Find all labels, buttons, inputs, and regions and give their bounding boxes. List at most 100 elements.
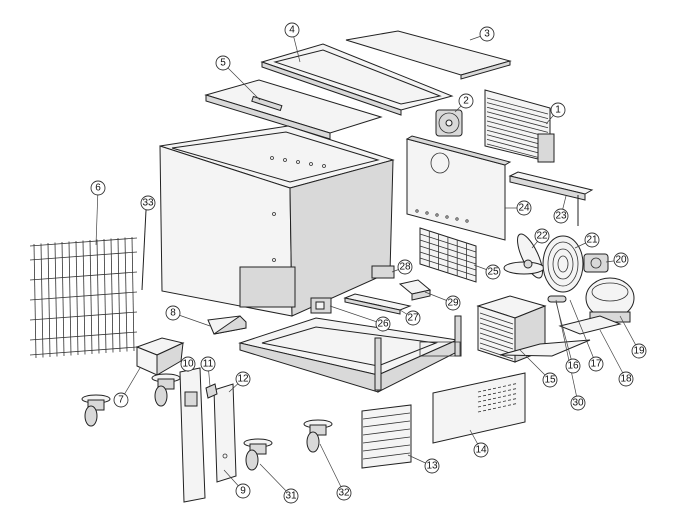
part-29-bracket <box>398 279 432 301</box>
part-rear-panel <box>405 135 512 241</box>
callout-9-label: 9 <box>240 486 246 497</box>
part-caster-32 <box>303 419 333 453</box>
part-27-rail <box>343 293 412 315</box>
part-condensing-unit <box>476 295 591 363</box>
callout-17-label: 17 <box>590 359 602 370</box>
part-lid-frame <box>260 43 454 116</box>
part-fan <box>435 109 463 137</box>
callout-33-label: 33 <box>142 198 154 209</box>
callout-19: 19 <box>631 343 647 359</box>
part-compressor <box>585 277 635 323</box>
callout-23: 23 <box>553 208 569 224</box>
callout-26-label: 26 <box>377 319 389 330</box>
callout-20: 20 <box>613 252 629 268</box>
callout-17: 17 <box>588 356 604 372</box>
part-fan-blade <box>503 233 545 279</box>
callout-14: 14 <box>473 442 489 458</box>
part-wire-basket <box>29 236 138 359</box>
part-louvered-grille <box>361 404 412 469</box>
callout-14-label: 14 <box>475 445 487 456</box>
callout-25: 25 <box>485 264 501 280</box>
part-top-rear-strip <box>345 30 512 80</box>
part-small-box <box>135 337 185 376</box>
callout-30: 30 <box>570 395 586 411</box>
callout-33: 33 <box>140 195 156 211</box>
callout-20-label: 20 <box>615 255 627 266</box>
part-clip <box>205 383 218 399</box>
callout-27: 27 <box>405 310 421 326</box>
callout-7-label: 7 <box>118 395 124 406</box>
callouts: 1 2 3 4 5 6 7 8 9 10 11 12 13 14 15 16 1… <box>90 22 647 504</box>
part-caster-mid <box>151 373 181 407</box>
callout-4: 4 <box>284 22 300 38</box>
callout-22-label: 22 <box>536 231 548 242</box>
callout-3-label: 3 <box>484 29 490 40</box>
callout-29: 29 <box>445 295 461 311</box>
part-base-frame <box>238 315 462 393</box>
callout-21: 21 <box>584 232 600 248</box>
callout-13: 13 <box>424 458 440 474</box>
part-condenser-coil <box>484 89 555 163</box>
callout-28: 28 <box>397 259 413 275</box>
callout-19-label: 19 <box>633 346 645 357</box>
part-grille-panel <box>419 227 477 283</box>
callout-24-label: 24 <box>518 203 530 214</box>
part-28-component <box>371 265 395 279</box>
callout-6: 6 <box>90 180 106 196</box>
callout-18-label: 18 <box>620 374 632 385</box>
part-caster-31 <box>243 438 273 471</box>
callout-26: 26 <box>375 316 391 332</box>
callout-21-label: 21 <box>586 235 598 246</box>
callout-11: 11 <box>200 356 216 372</box>
part-cabinet <box>159 125 395 317</box>
callout-16: 16 <box>565 358 581 374</box>
part-fan-motor <box>583 253 609 273</box>
part-front-vent-panel <box>432 372 526 444</box>
callout-25-label: 25 <box>487 267 499 278</box>
part-caster-left <box>81 394 111 427</box>
callout-4-label: 4 <box>289 25 295 36</box>
callout-15-label: 15 <box>544 375 556 386</box>
callout-32: 32 <box>336 485 352 501</box>
callout-7: 7 <box>113 392 129 408</box>
callout-1-label: 1 <box>555 105 561 116</box>
callout-1: 1 <box>550 102 566 118</box>
callout-12: 12 <box>235 371 251 387</box>
callout-31-label: 31 <box>285 491 297 502</box>
callout-13-label: 13 <box>426 461 438 472</box>
callout-9: 9 <box>235 483 251 499</box>
callout-6-label: 6 <box>95 183 101 194</box>
part-side-panel <box>179 367 206 503</box>
part-upright-bracket <box>213 383 237 483</box>
callout-30-label: 30 <box>572 398 584 409</box>
callout-8-label: 8 <box>170 308 176 319</box>
part-16-dryer <box>547 295 567 303</box>
callout-10: 10 <box>180 356 196 372</box>
part-26-switch <box>310 297 332 314</box>
callout-23-label: 23 <box>555 211 567 222</box>
part-lid <box>204 79 383 140</box>
callout-11-label: 11 <box>203 359 214 370</box>
callout-5: 5 <box>215 55 231 71</box>
callout-5-label: 5 <box>220 58 226 69</box>
callout-12-label: 12 <box>237 374 249 385</box>
callout-31: 31 <box>283 488 299 504</box>
callout-29-label: 29 <box>447 298 459 309</box>
callout-15: 15 <box>542 372 558 388</box>
callout-28-label: 28 <box>399 262 411 273</box>
part-small-tray <box>207 315 247 335</box>
callout-10-label: 10 <box>182 359 194 370</box>
part-fan-guard <box>542 235 584 293</box>
callout-8: 8 <box>165 305 181 321</box>
part-rod <box>141 209 147 291</box>
part-bracket <box>508 171 594 226</box>
callout-2-label: 2 <box>463 96 469 107</box>
callout-2: 2 <box>458 93 474 109</box>
callout-3: 3 <box>479 26 495 42</box>
callout-32-label: 32 <box>338 488 350 499</box>
callout-18: 18 <box>618 371 634 387</box>
callout-22: 22 <box>534 228 550 244</box>
callout-24: 24 <box>516 200 532 216</box>
callout-27-label: 27 <box>407 313 419 324</box>
